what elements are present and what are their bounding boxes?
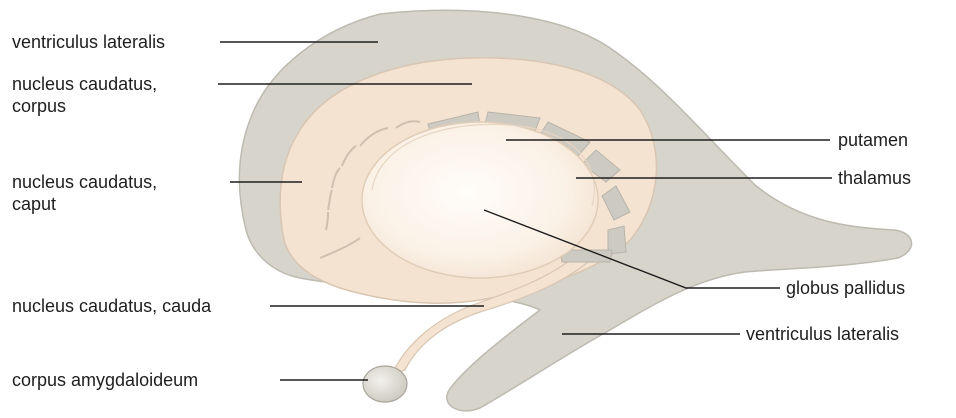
corpus-amygdaloideum-shape — [363, 366, 407, 402]
label-ventriculus-lateralis-bottom: ventriculus lateralis — [746, 323, 899, 345]
label-nucleus-caudatus-caput-line1: nucleus caudatus, — [12, 171, 157, 193]
label-ventriculus-lateralis-top: ventriculus lateralis — [12, 31, 165, 53]
label-thalamus: thalamus — [838, 167, 911, 189]
label-nucleus-caudatus-cauda: nucleus caudatus, cauda — [12, 295, 211, 317]
label-nucleus-caudatus-corpus-line2: corpus — [12, 95, 157, 117]
label-globus-pallidus: globus pallidus — [786, 277, 905, 299]
label-nucleus-caudatus-corpus-line1: nucleus caudatus, — [12, 73, 157, 95]
label-corpus-amygdaloideum: corpus amygdaloideum — [12, 369, 198, 391]
label-nucleus-caudatus-caput: nucleus caudatus, caput — [12, 171, 157, 215]
label-nucleus-caudatus-corpus: nucleus caudatus, corpus — [12, 73, 157, 117]
label-putamen: putamen — [838, 129, 908, 151]
label-nucleus-caudatus-caput-line2: caput — [12, 193, 157, 215]
globus-pallidus-shape — [362, 122, 598, 278]
